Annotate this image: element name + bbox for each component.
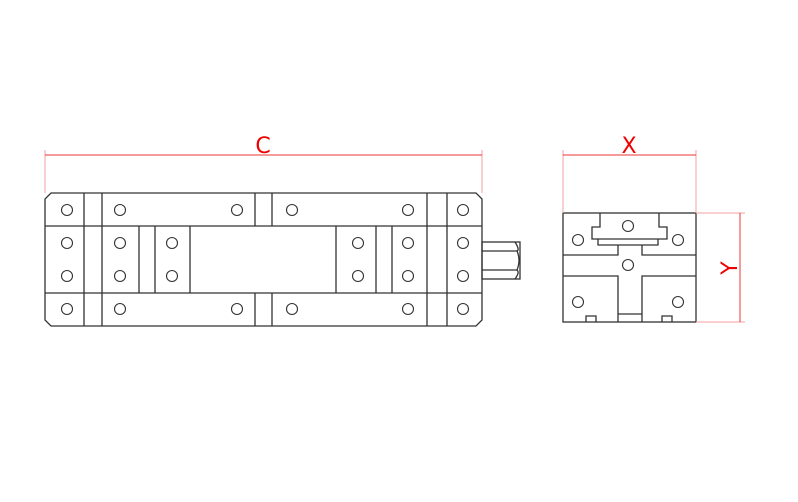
dimension-y: Y: [696, 212, 745, 323]
hole: [401, 203, 415, 217]
dimension-c: C: [44, 134, 483, 193]
hole: [165, 269, 179, 283]
hole: [671, 295, 685, 309]
hole: [456, 269, 470, 283]
dimension-label-x: X: [621, 134, 636, 159]
hole: [60, 203, 74, 217]
hole: [456, 302, 470, 316]
hole: [60, 236, 74, 250]
hole: [113, 269, 127, 283]
side-view-outline: [562, 212, 697, 323]
dimension-label-y: Y: [718, 261, 743, 276]
dimension-x: X: [562, 134, 697, 213]
hole: [456, 236, 470, 250]
hole: [113, 236, 127, 250]
hole: [401, 269, 415, 283]
side-view: [562, 212, 697, 323]
hole: [621, 219, 635, 233]
dimension-label-c: C: [255, 134, 270, 159]
hole: [671, 233, 685, 247]
front-view-outline: [44, 192, 483, 327]
hole: [60, 302, 74, 316]
hole: [351, 236, 365, 250]
hole: [401, 236, 415, 250]
hole: [285, 302, 299, 316]
hole: [571, 295, 585, 309]
hole: [621, 258, 635, 272]
hole: [571, 233, 585, 247]
hole: [230, 302, 244, 316]
front-view: [44, 192, 521, 327]
side-holes: [571, 219, 685, 309]
hole: [351, 269, 365, 283]
hole: [401, 302, 415, 316]
hole: [113, 302, 127, 316]
hole: [60, 269, 74, 283]
hole: [456, 203, 470, 217]
hole: [165, 236, 179, 250]
bolt-head: [481, 241, 521, 280]
hole: [113, 203, 127, 217]
hole: [230, 203, 244, 217]
hole: [285, 203, 299, 217]
mounting-holes: [60, 203, 470, 316]
